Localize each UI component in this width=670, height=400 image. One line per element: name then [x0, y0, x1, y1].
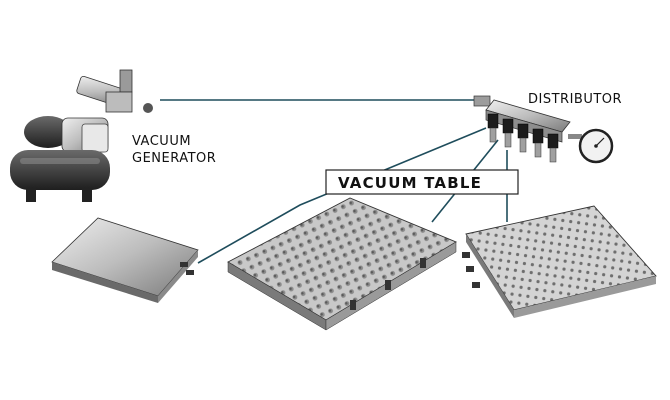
- distributor-inlet: [473, 95, 491, 107]
- table3-port-3: [472, 282, 480, 288]
- outlet-5: [549, 147, 557, 163]
- ejector-knob: [143, 103, 153, 113]
- vacuum-generator-label-line2: GENERATOR: [132, 151, 216, 166]
- gauge-needle: [595, 137, 605, 147]
- ejector-valve: [105, 91, 133, 113]
- valve-5: [547, 133, 559, 149]
- distributor: [473, 95, 614, 164]
- table3-edge-front: [466, 234, 514, 318]
- outlet-3: [519, 137, 527, 153]
- tank-foot-right: [82, 188, 92, 202]
- vacuum-generator: [10, 69, 153, 202]
- table1-port-1: [180, 262, 188, 267]
- valve-2: [502, 118, 514, 134]
- table3-edge-side: [514, 276, 656, 318]
- line-table1-to-distributor: [197, 127, 487, 264]
- valve-4: [532, 128, 544, 144]
- vacuum-generator-label-line1: VACUUM: [132, 134, 191, 149]
- vacuum-table-label-box: [325, 169, 519, 195]
- outlet-1: [489, 127, 497, 143]
- table2-port-2: [385, 280, 391, 290]
- table1-top: [51, 217, 199, 297]
- valve-1: [487, 113, 499, 129]
- pump-filter: [81, 123, 109, 153]
- vacuum-table-plain: [51, 217, 199, 303]
- vacuum-table-perforated: [462, 205, 657, 318]
- air-tank: [10, 150, 110, 190]
- vacuum-table-grid: [227, 197, 457, 331]
- outlet-2: [504, 132, 512, 148]
- gauge-stem: [568, 134, 582, 139]
- outlet-4: [534, 142, 542, 158]
- ejector-fitting: [119, 69, 133, 93]
- distributor-outlets: [489, 127, 557, 163]
- tank-highlight: [20, 158, 100, 164]
- tank-foot-left: [26, 188, 36, 202]
- table2-side-ports: [350, 258, 426, 310]
- table3-top: [465, 205, 657, 311]
- valve-3: [517, 123, 529, 139]
- table2-port-1: [350, 300, 356, 310]
- table1-port-2: [186, 270, 194, 275]
- pump-motor: [24, 116, 72, 148]
- table2-port-3: [420, 258, 426, 268]
- table3-port-1: [462, 252, 470, 258]
- distributor-label: DISTRIBUTOR: [528, 92, 622, 107]
- table3-port-2: [466, 266, 474, 272]
- table3-side-ports: [462, 252, 480, 288]
- table1-edge-front: [52, 262, 158, 303]
- vacuum-table-label: VACUUM TABLE: [338, 174, 482, 192]
